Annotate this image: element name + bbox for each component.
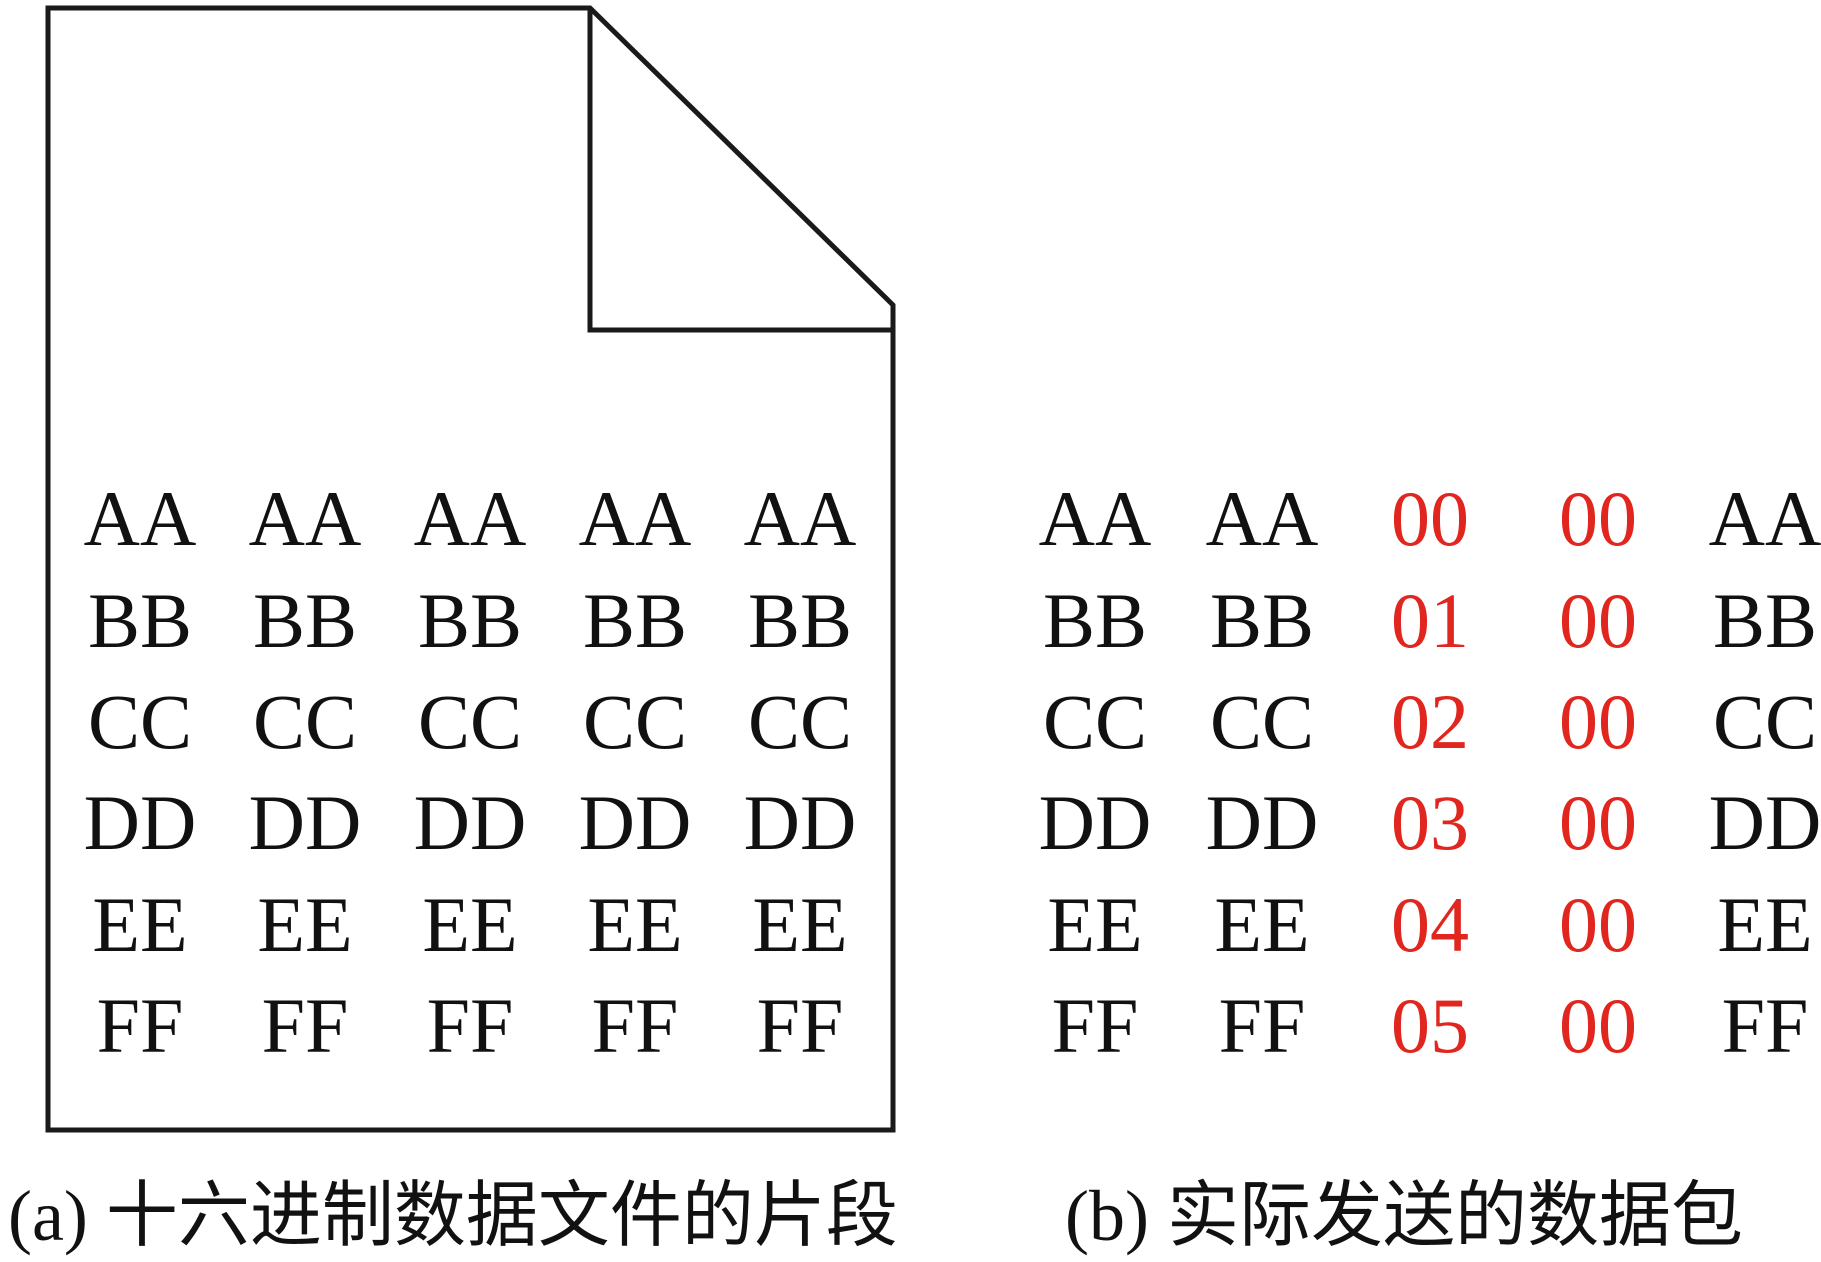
panel-b-hex-cell: 00: [1559, 577, 1637, 664]
panel-a-hex-cell: FF: [427, 982, 514, 1069]
panel-a-hex-cell: EE: [587, 881, 682, 968]
folded-corner: [587, 8, 893, 333]
panel-b-hex-cell: 05: [1391, 982, 1469, 1069]
panel-b-hex-cell: FF: [1052, 982, 1139, 1069]
panel-b-hex-cell: BB: [1043, 577, 1147, 664]
panel-a-hex-cell: DD: [84, 779, 197, 866]
panel-a-hex-cell: AA: [744, 475, 857, 562]
panel-a-hex-cell: AA: [414, 475, 527, 562]
panel-a-hex-cell: CC: [583, 678, 687, 765]
panel-a-hex-cell: AA: [579, 475, 692, 562]
panel-a-hex-cell: BB: [253, 577, 357, 664]
panel-b-hex-cell: DD: [1709, 779, 1821, 866]
panel-a-hex-cell: AA: [249, 475, 362, 562]
panel-b-hex-cell: 03: [1391, 779, 1469, 866]
panel-b-hex-cell: EE: [1047, 881, 1142, 968]
panel-b-hex-cell: AA: [1206, 475, 1319, 562]
panel-b-hex-cell: AA: [1039, 475, 1152, 562]
panel-a-hex-cell: DD: [579, 779, 692, 866]
panel-b-hex-cell: 00: [1559, 982, 1637, 1069]
panel-a-hex-cell: CC: [748, 678, 852, 765]
panel-a-hex-cell: EE: [752, 881, 847, 968]
panel-b-hex-cell: EE: [1214, 881, 1309, 968]
panel-b-hex-cell: 00: [1391, 475, 1469, 562]
panel-b-hex-cell: BB: [1210, 577, 1314, 664]
panel-b-hex-cell: DD: [1206, 779, 1319, 866]
panel-a-hex-cell: CC: [253, 678, 357, 765]
panel-b-hex-cell: FF: [1722, 982, 1809, 1069]
panel-a-hex-cell: DD: [249, 779, 362, 866]
caption-b: (b) 实际发送的数据包: [1065, 1176, 1743, 1256]
panel-b-hex-cell: 00: [1559, 475, 1637, 562]
panel-a-hex-grid: AA AA AA AA AA BB BB BB BB BB CC CC CC CC CC DD DD DD DD DD…: [84, 475, 857, 1069]
panel-a-hex-cell: AA: [84, 475, 197, 562]
panel-b-hex-cell: CC: [1210, 678, 1314, 765]
panel-b-hex-cell: FF: [1219, 982, 1306, 1069]
panel-a-hex-cell: BB: [583, 577, 687, 664]
caption-a: (a) 十六进制数据文件的片段: [8, 1176, 898, 1256]
panel-b-hex-cell: BB: [1713, 577, 1817, 664]
panel-b-hex-cell: 02: [1391, 678, 1469, 765]
panel-a-hex-cell: FF: [757, 982, 844, 1069]
panel-a-hex-cell: EE: [257, 881, 352, 968]
panel-a-hex-cell: FF: [592, 982, 679, 1069]
panel-a-hex-cell: CC: [88, 678, 192, 765]
panel-a-hex-cell: FF: [97, 982, 184, 1069]
panel-b-hex-cell: 00: [1559, 881, 1637, 968]
panel-a-hex-cell: DD: [414, 779, 527, 866]
panel-b-hex-cell: 01: [1391, 577, 1469, 664]
panel-a-hex-cell: FF: [262, 982, 349, 1069]
panel-b-hex-cell: AA: [1709, 475, 1821, 562]
panel-a-hex-cell: EE: [92, 881, 187, 968]
panel-a-hex-cell: CC: [418, 678, 522, 765]
panel-b-hex-cell: 00: [1559, 678, 1637, 765]
panel-b-hex-cell: EE: [1717, 881, 1812, 968]
panel-b-hex-cell: DD: [1039, 779, 1152, 866]
panel-a-hex-cell: DD: [744, 779, 857, 866]
document-outline: [45, 5, 896, 1133]
panel-a-hex-cell: BB: [418, 577, 522, 664]
panel-b-hex-cell: 04: [1391, 881, 1469, 968]
panel-a-hex-cell: EE: [422, 881, 517, 968]
panel-a-hex-cell: BB: [748, 577, 852, 664]
panel-a-hex-cell: BB: [88, 577, 192, 664]
panel-b-hex-cell: CC: [1713, 678, 1817, 765]
panel-b-hex-cell: 00: [1559, 779, 1637, 866]
panel-b-hex-cell: CC: [1043, 678, 1147, 765]
